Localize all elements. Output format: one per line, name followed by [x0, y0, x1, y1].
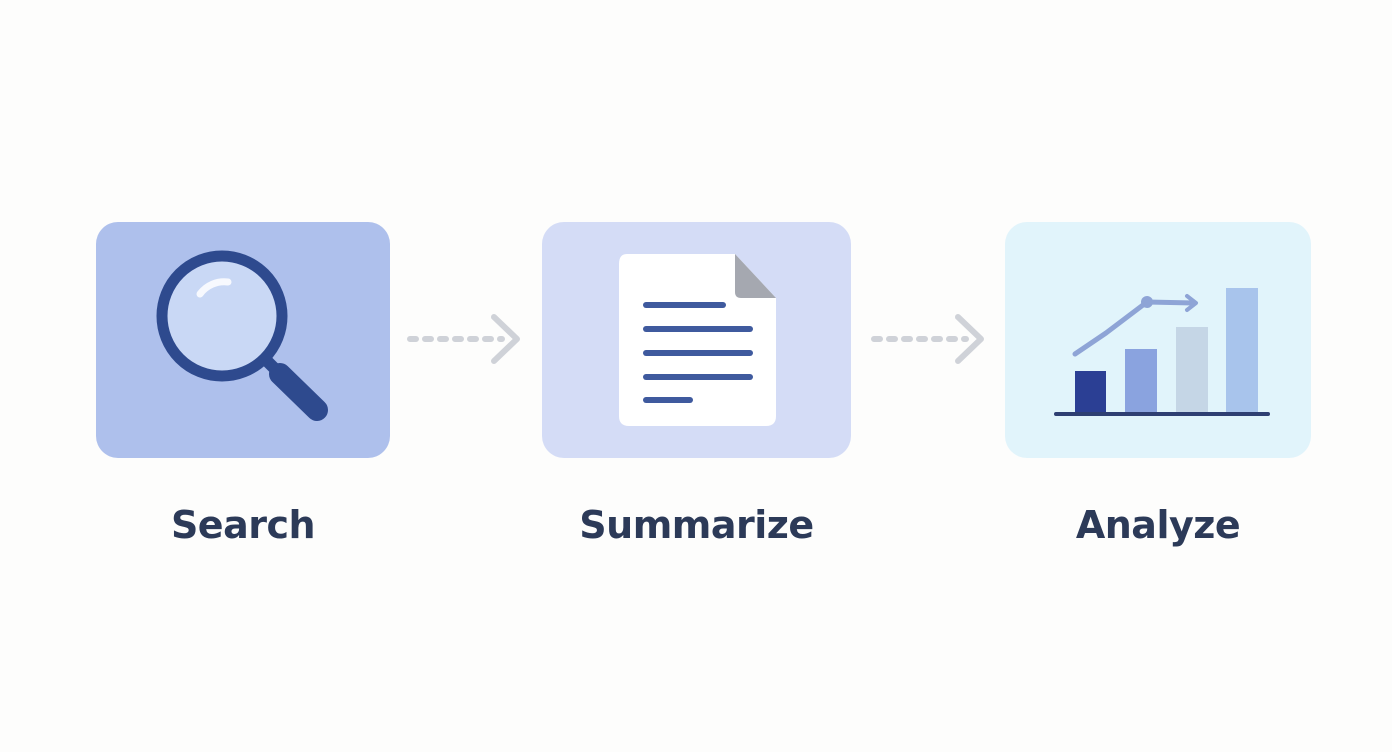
search-card — [96, 222, 390, 458]
summarize-card — [542, 222, 851, 458]
magnifier-icon — [156, 250, 328, 421]
document-icon — [619, 254, 776, 426]
bar-chart-icon — [1054, 288, 1270, 416]
dashed-arrow-icon — [871, 314, 984, 364]
step-label-analyze: Analyze — [1075, 503, 1241, 547]
dashed-arrow-icon — [407, 314, 520, 364]
analyze-card — [1005, 222, 1311, 458]
step-label-search: Search — [170, 503, 316, 547]
step-label-summarize: Summarize — [579, 503, 814, 547]
